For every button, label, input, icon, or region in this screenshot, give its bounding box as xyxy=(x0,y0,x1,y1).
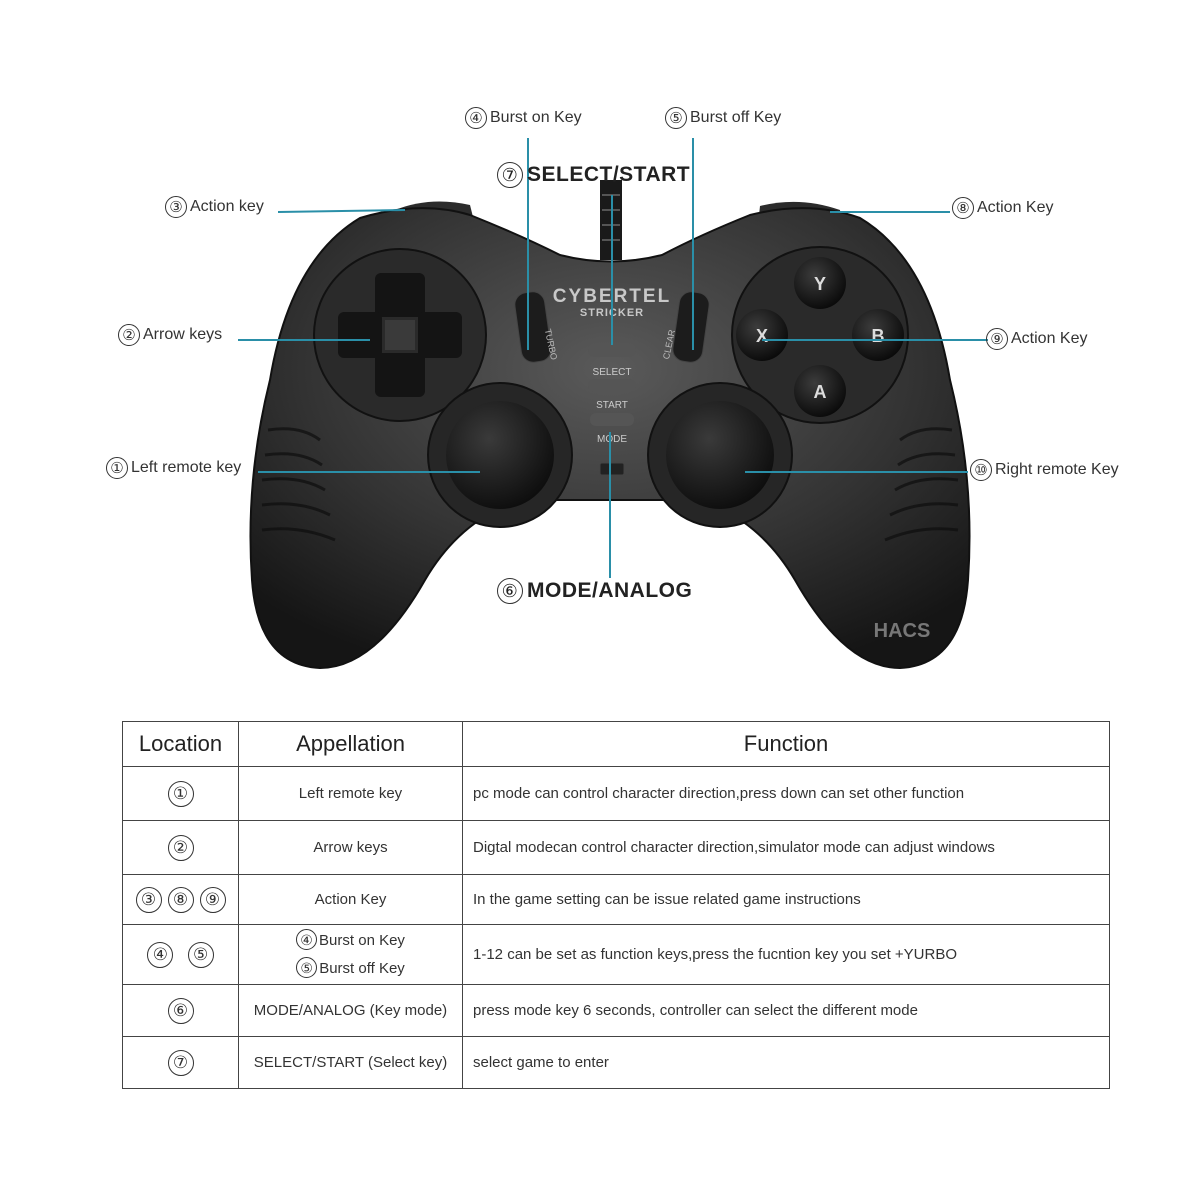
callout-text: Action key xyxy=(190,198,264,215)
location-cell: ② xyxy=(122,820,239,875)
x-button-label: X xyxy=(756,326,768,346)
function-cell: 1-12 can be set as function keys,press t… xyxy=(462,924,1110,985)
location-cell: ⑥ xyxy=(122,984,239,1037)
callout-text: Action Key xyxy=(977,199,1054,216)
location-cell: ① xyxy=(122,766,239,821)
function-cell: Digtal modecan control character directi… xyxy=(462,820,1110,875)
callout-number: ② xyxy=(118,324,140,346)
header-appellation: Appellation xyxy=(238,721,463,767)
table-row: ⑥ MODE/ANALOG (Key mode) press mode key … xyxy=(122,984,1110,1037)
key-function-table: Location Appellation Function ① Left rem… xyxy=(122,721,1110,1089)
table-header-row: Location Appellation Function xyxy=(122,721,1110,767)
location-cell: ④ ⑤ xyxy=(122,924,239,985)
location-number: ⑤ xyxy=(187,941,214,968)
part-text: Burst off Key xyxy=(319,959,405,977)
mode-top-button xyxy=(588,343,636,357)
callout-action-key-left: ③ Action key xyxy=(165,196,264,218)
select-label: SELECT xyxy=(593,367,632,378)
watermark-text: HACS xyxy=(874,620,931,642)
function-cell: In the game setting can be issue related… xyxy=(462,874,1110,925)
callout-burst-off-key: ⑤ Burst off Key xyxy=(665,107,781,129)
callout-action-key-face: ⑨ Action Key xyxy=(986,328,1087,350)
callout-number: ⑦ xyxy=(497,162,523,188)
location-cell: ⑦ xyxy=(122,1036,239,1089)
location-number: ⑦ xyxy=(167,1049,194,1076)
location-number: ④ xyxy=(147,941,174,968)
part-number: ⑤ xyxy=(296,957,318,978)
burst-off-button xyxy=(672,291,710,363)
header-location: Location xyxy=(122,721,239,767)
mode-label: MODE xyxy=(597,434,627,445)
function-cell: select game to enter xyxy=(462,1036,1110,1089)
location-number: ② xyxy=(167,834,194,861)
callout-select-start: ⑦ SELECT/START xyxy=(497,162,690,188)
function-cell: pc mode can control character direction,… xyxy=(462,766,1110,821)
face-buttons: Y X B A xyxy=(731,246,909,424)
controller-diagram: Y X B A CYBERTEL STRICKER TURBO CLEAR SE… xyxy=(106,107,1119,670)
callout-number: ⑩ xyxy=(970,459,992,481)
location-number: ① xyxy=(167,780,194,807)
callout-text: MODE/ANALOG xyxy=(527,579,693,602)
select-button xyxy=(588,379,636,392)
callout-text: Left remote key xyxy=(131,459,242,476)
location-number: ⑧ xyxy=(167,886,194,913)
right-analog-stick xyxy=(647,382,793,528)
header-function: Function xyxy=(462,721,1110,767)
a-button-label: A xyxy=(814,382,827,402)
left-grip-ridges xyxy=(261,427,336,542)
appellation-cell: SELECT/START (Select key) xyxy=(238,1036,463,1089)
callout-number: ⑥ xyxy=(497,578,523,604)
callout-number: ④ xyxy=(465,107,487,129)
callout-text: Burst on Key xyxy=(490,109,582,126)
callout-text: Arrow keys xyxy=(143,326,223,343)
mode-led xyxy=(599,462,625,476)
callout-number: ⑨ xyxy=(986,328,1008,350)
right-grip-ridges xyxy=(884,427,959,542)
callout-lines xyxy=(238,138,988,578)
part-number: ④ xyxy=(296,929,318,950)
start-button xyxy=(590,413,634,426)
callout-text: Burst off Key xyxy=(690,109,782,126)
callout-number: ③ xyxy=(165,196,187,218)
callout-mode-analog: ⑥ MODE/ANALOG xyxy=(497,578,692,604)
table-row: ② Arrow keys Digtal modecan control char… xyxy=(122,820,1110,875)
start-label: START xyxy=(596,400,628,411)
appellation-cell: MODE/ANALOG (Key mode) xyxy=(238,984,463,1037)
callout-text: Action Key xyxy=(1011,330,1088,347)
callout-left-remote-key: ① Left remote key xyxy=(106,457,241,479)
left-analog-stick xyxy=(427,382,573,528)
dpad xyxy=(313,248,487,422)
function-cell: press mode key 6 seconds, controller can… xyxy=(462,984,1110,1037)
y-button-label: Y xyxy=(814,274,826,294)
callout-right-remote-key: ⑩ Right remote Key xyxy=(970,459,1119,481)
part-text: Burst on Key xyxy=(319,931,405,949)
callout-number: ⑧ xyxy=(952,197,974,219)
callout-action-key-right: ⑧ Action Key xyxy=(952,197,1053,219)
callout-text: SELECT/START xyxy=(527,163,691,186)
callout-number: ① xyxy=(106,457,128,479)
appellation-cell: Left remote key xyxy=(238,766,463,821)
table-row: ⑦ SELECT/START (Select key) select game … xyxy=(122,1036,1110,1089)
location-number: ⑥ xyxy=(167,997,194,1024)
callout-burst-on-key: ④ Burst on Key xyxy=(465,107,582,129)
callout-arrow-keys: ② Arrow keys xyxy=(118,324,222,346)
controller-illustration: Y X B A CYBERTEL STRICKER TURBO CLEAR SE… xyxy=(238,138,988,670)
location-number: ⑨ xyxy=(199,886,226,913)
appellation-cell: Arrow keys xyxy=(238,820,463,875)
b-button-label: B xyxy=(872,326,885,346)
callout-text: Right remote Key xyxy=(995,461,1119,478)
appellation-cell: Action Key xyxy=(238,874,463,925)
location-number: ③ xyxy=(135,886,162,913)
callout-number: ⑤ xyxy=(665,107,687,129)
table-row: ① Left remote key pc mode can control ch… xyxy=(122,766,1110,821)
